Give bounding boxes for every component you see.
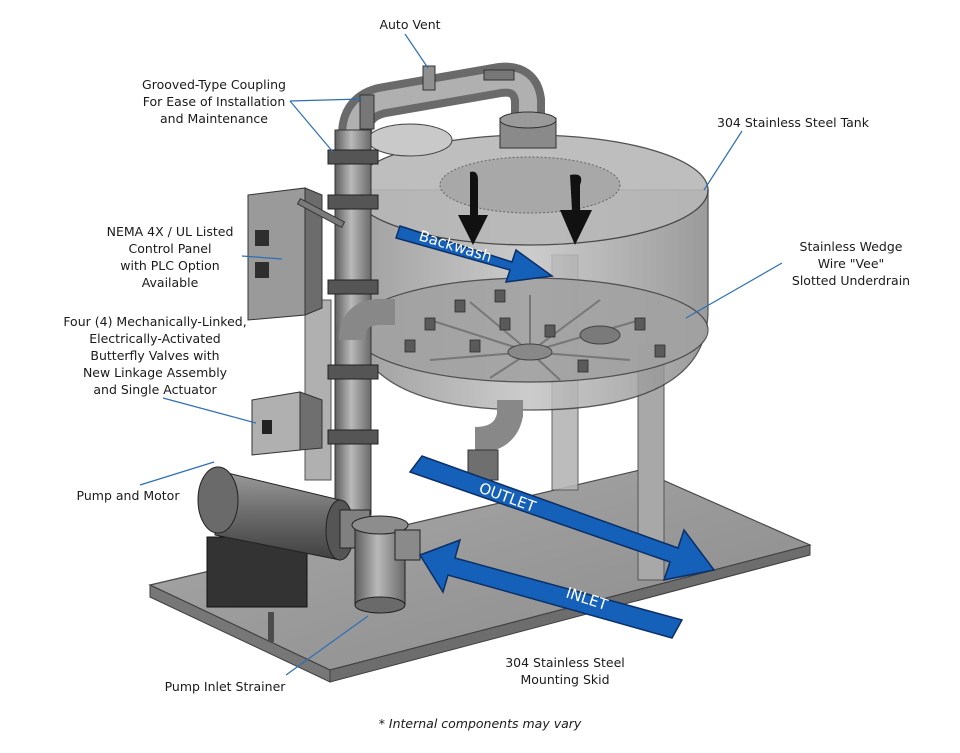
control-panel	[247, 187, 346, 321]
pump-and-motor	[197, 466, 371, 608]
top-pipework	[338, 62, 557, 157]
label-mounting-skid: 304 Stainless Steel Mounting Skid	[505, 655, 625, 687]
actuator-box	[251, 391, 323, 456]
label-pump-inlet-strainer: Pump Inlet Strainer	[164, 679, 286, 694]
stainless-steel-tank	[351, 134, 709, 411]
left-vertical-pipe	[327, 129, 523, 516]
label-grooved-coupling: Grooved-Type Coupling For Ease of Instal…	[142, 77, 286, 126]
label-stainless-tank: 304 Stainless Steel Tank	[717, 115, 869, 130]
label-pump-motor: Pump and Motor	[76, 488, 180, 503]
internal-flow-arrows	[458, 171, 592, 245]
label-auto-vent: Auto Vent	[379, 17, 441, 32]
pump-inlet-strainer	[351, 515, 421, 614]
footnote: * Internal components may vary	[378, 716, 582, 731]
inlet-arrow: INLET	[418, 538, 684, 639]
label-butterfly-valves: Four (4) Mechanically-Linked, Electrical…	[63, 314, 247, 397]
label-underdrain: Stainless Wedge Wire "Vee" Slotted Under…	[791, 239, 911, 288]
label-control-panel: NEMA 4X / UL Listed Control Panel with P…	[106, 224, 234, 290]
leader-lines	[139, 33, 783, 676]
